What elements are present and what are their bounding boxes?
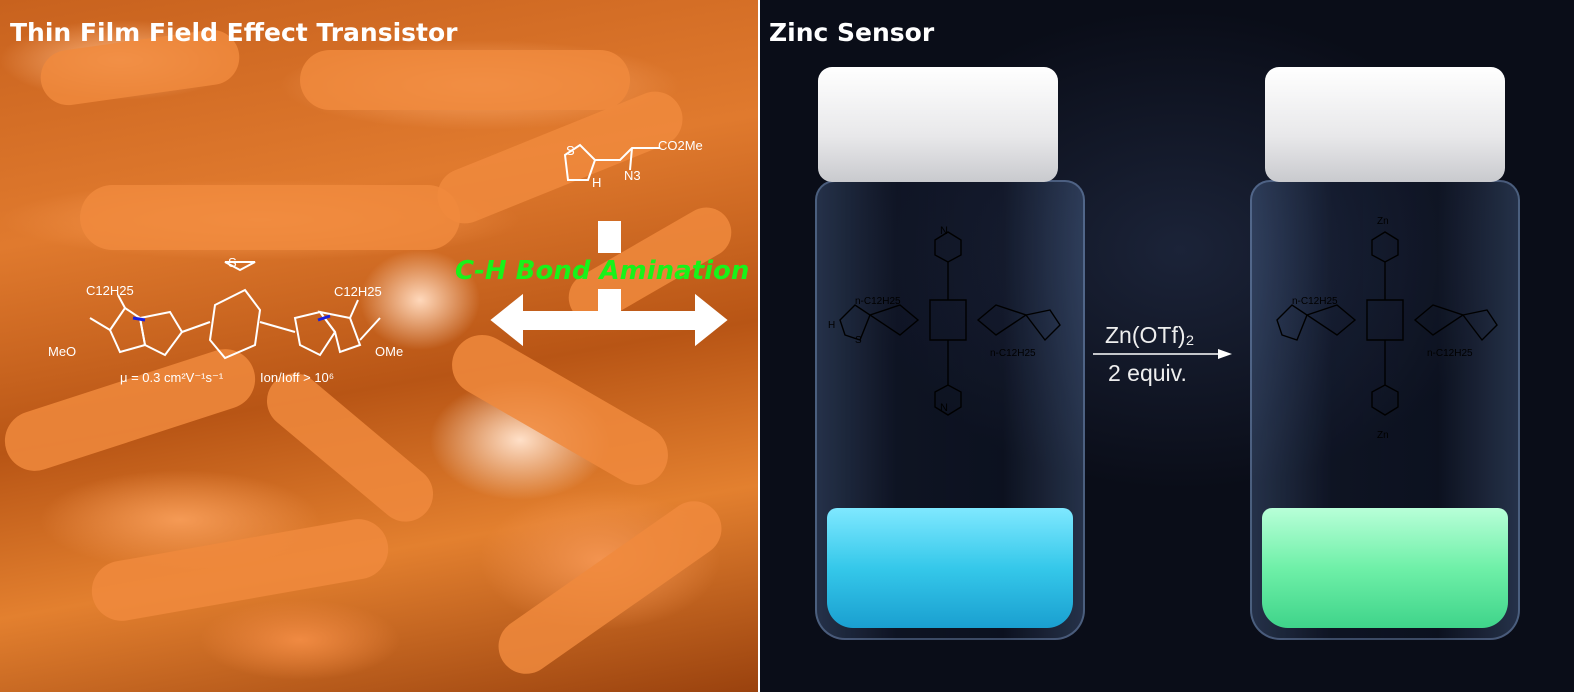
atom-label: H: [828, 320, 836, 331]
atom-label: S: [228, 255, 237, 270]
reaction-label: C-H Bond Amination: [455, 256, 750, 286]
atom-label: H: [592, 175, 602, 190]
zinc-label: Zn: [1377, 430, 1389, 441]
zinc-sensor-diagrams: [839, 231, 1498, 416]
crystal: [300, 50, 630, 110]
equivalents-label: 2 equiv.: [1108, 360, 1187, 386]
left-title: Thin Film Field Effect Transistor: [10, 18, 458, 47]
new-cn-bond: [317, 314, 331, 322]
alkyl-label: n-C12H25: [1427, 348, 1473, 359]
new-cn-bond: [132, 316, 146, 322]
azide-label: N3: [624, 168, 641, 183]
on-off-ratio: Ion/Ioff > 10⁶: [260, 370, 335, 385]
cyan-solution: [827, 508, 1073, 628]
crystal: [80, 185, 460, 250]
arrow-right-icon: [695, 293, 728, 347]
alkyl-label: n-C12H25: [1292, 296, 1338, 307]
atom-label: N: [940, 225, 948, 237]
ester-label: CO2Me: [658, 138, 703, 153]
vial-after: [1250, 180, 1520, 640]
vial-cap: [818, 67, 1058, 182]
afm-image-panel: Thin Film Field Effect Transistor: [0, 0, 758, 692]
alkyl-label: C12H25: [334, 284, 382, 299]
ester-label: OMe: [375, 344, 404, 359]
green-solution: [1262, 508, 1508, 628]
ester-label: MeO: [48, 344, 77, 359]
mobility-value: μ = 0.3 cm²V⁻¹s⁻¹: [120, 370, 224, 385]
alkyl-label: C12H25: [86, 283, 134, 298]
vial-before: [815, 180, 1085, 640]
zinc-label: Zn: [1377, 216, 1389, 227]
vial-photo-panel: Zinc Sensor: [760, 0, 1574, 692]
arrow-left-icon: [490, 293, 523, 347]
thiophene-ring: [563, 143, 597, 181]
vial-cap: [1265, 67, 1505, 182]
reaction-arrow-icon: [1218, 349, 1232, 359]
alkyl-label: n-C12H25: [855, 296, 901, 307]
atom-label: N: [940, 402, 948, 414]
atom-label: S: [855, 335, 862, 346]
alkyl-label: n-C12H25: [990, 348, 1036, 359]
atom-label: S: [566, 143, 575, 158]
right-title: Zinc Sensor: [769, 18, 935, 47]
reagent-label: Zn(OTf)₂: [1105, 322, 1195, 348]
tfet-molecule-diagram: [89, 143, 728, 360]
